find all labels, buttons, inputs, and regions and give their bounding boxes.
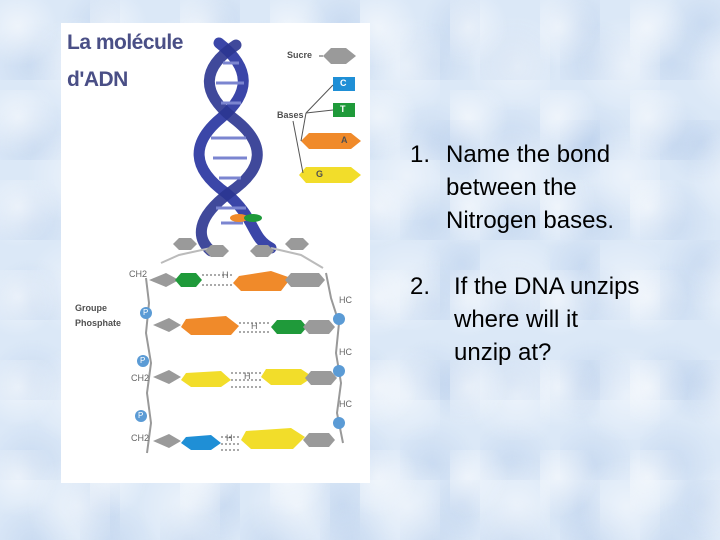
label-bases: Bases: [277, 110, 304, 120]
question-1-text: Name the bond between the Nitrogen bases…: [446, 138, 710, 237]
chem-h-1: H: [222, 270, 229, 280]
chem-p-3: P: [138, 411, 143, 420]
label-base-a: A: [341, 135, 348, 145]
dna-diagram: La molécule d'ADN Sucre Bases C T A G Gr…: [61, 23, 370, 483]
chem-p-1: P: [143, 308, 148, 317]
chem-ch2-1: CH2: [129, 269, 147, 279]
base-pair-rows: [149, 271, 337, 450]
chem-h-2: H: [251, 321, 258, 331]
chem-hc-1: HC: [339, 295, 352, 305]
chem-ch2-3: CH2: [131, 433, 149, 443]
label-base-g: G: [316, 169, 323, 179]
label-phosphate-line2: Phosphate: [75, 318, 121, 328]
dna-diagram-svg: [61, 23, 370, 483]
question-list: 1. Name the bond between the Nitrogen ba…: [410, 138, 710, 369]
chem-p-2: P: [140, 356, 145, 365]
chem-h-4: H: [226, 433, 233, 443]
question-2: 2. If the DNA unzips where will it unzip…: [410, 270, 710, 369]
label-phosphate-line1: Groupe: [75, 303, 107, 313]
label-sugar: Sucre: [287, 50, 312, 60]
hydrogen-bonds: [202, 275, 271, 450]
question-1-number: 1.: [410, 138, 430, 171]
figure-title-line2: d'ADN: [67, 68, 128, 92]
backbone: [135, 273, 345, 453]
chem-hc-3: HC: [339, 399, 352, 409]
figure-title-line1: La molécule: [67, 31, 183, 55]
question-1: 1. Name the bond between the Nitrogen ba…: [410, 138, 710, 237]
chem-h-3: H: [244, 371, 251, 381]
label-base-t: T: [340, 104, 346, 114]
question-2-number: 2.: [410, 270, 430, 303]
question-2-text: If the DNA unzips where will it unzip at…: [454, 270, 710, 369]
chem-hc-2: HC: [339, 347, 352, 357]
chem-ch2-2: CH2: [131, 373, 149, 383]
label-base-c: C: [340, 78, 347, 88]
